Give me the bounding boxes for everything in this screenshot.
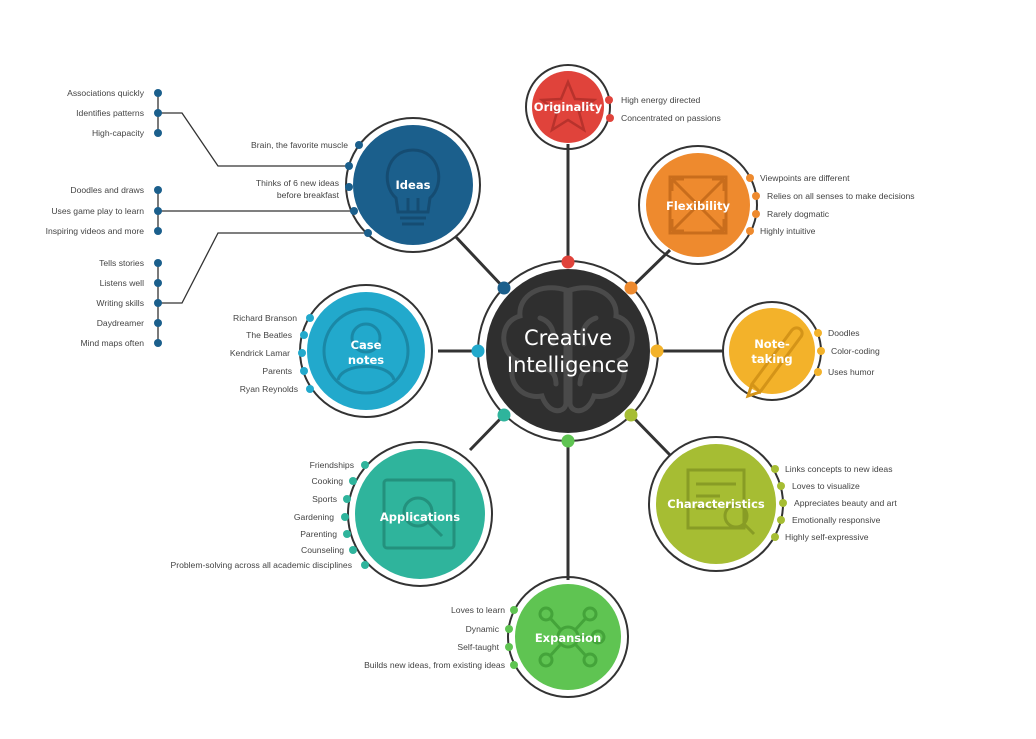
person-icon (322, 307, 410, 395)
ideas-subitem: Inspiring videos and more (46, 226, 145, 236)
characteristics-item: Appreciates beauty and art (794, 498, 897, 508)
expansion-item: Builds new ideas, from existing ideas (364, 660, 505, 670)
casenotes-title-line2: notes (348, 353, 384, 367)
ideas-item: before breakfast (277, 190, 340, 200)
characteristics-items: Links concepts to new ideas Loves to vis… (771, 464, 897, 542)
ideas-subgroups: Associations quickly Identifies patterns… (46, 88, 162, 348)
magnifier-icon (382, 478, 456, 550)
notetaking-item: Doodles (828, 328, 860, 338)
ideas-subitem: High-capacity (92, 128, 145, 138)
star-icon (538, 78, 598, 133)
casenotes-item: Kendrick Lamar (230, 348, 290, 358)
node-ideas[interactable]: Ideas (345, 117, 481, 253)
ideas-subitem: Listens well (100, 278, 145, 288)
brain-icon (501, 285, 635, 414)
characteristics-item: Links concepts to new ideas (785, 464, 893, 474)
applications-item: Gardening (294, 512, 334, 522)
document-search-icon (686, 468, 756, 536)
ideas-subitem: Identifies patterns (76, 108, 144, 118)
node-originality[interactable]: Originality (525, 64, 611, 150)
flexibility-items: Viewpoints are different Relies on all s… (746, 173, 915, 236)
pen-icon (745, 326, 804, 399)
node-notetaking[interactable]: Note- taking (722, 301, 822, 401)
casenotes-item: Ryan Reynolds (240, 384, 298, 394)
characteristics-item: Highly self-expressive (785, 532, 869, 542)
expansion-item: Self-taught (457, 642, 499, 652)
flexibility-item: Relies on all senses to make decisions (767, 191, 915, 201)
ideas-subitem: Tells stories (99, 258, 144, 268)
node-flexibility[interactable]: Flexibility (638, 145, 758, 265)
flexibility-title: Flexibility (666, 199, 731, 213)
originality-title: Originality (534, 100, 603, 114)
casenotes-items: Richard Branson The Beatles Kendrick Lam… (230, 313, 314, 394)
ideas-subitem: Writing skills (96, 298, 144, 308)
notetaking-title-line2: taking (751, 352, 792, 366)
ideas-subitem: Doodles and draws (70, 185, 144, 195)
ideas-subitem: Uses game play to learn (51, 206, 144, 216)
network-icon (538, 606, 606, 668)
ideas-subitem: Associations quickly (67, 88, 145, 98)
notetaking-item: Color-coding (831, 346, 880, 356)
characteristics-item: Emotionally responsive (792, 515, 881, 525)
central-connector-dots (471, 255, 664, 448)
expansion-title: Expansion (535, 631, 601, 645)
characteristics-title: Characteristics (667, 497, 765, 511)
notetaking-title-line1: Note- (754, 337, 790, 351)
expand-arrows-icon (668, 175, 728, 235)
central-title-line1: Creative (524, 326, 612, 350)
flexibility-item: Rarely dogmatic (767, 209, 830, 219)
expansion-items: Loves to learn Dynamic Self-taught Build… (364, 605, 518, 670)
notetaking-items: Doodles Color-coding Uses humor (814, 328, 880, 377)
ideas-item: Thinks of 6 new ideas (256, 178, 339, 188)
applications-item: Problem-solving across all academic disc… (171, 560, 353, 570)
casenotes-item: The Beatles (246, 330, 292, 340)
originality-item: Concentrated on passions (621, 113, 721, 123)
node-applications[interactable]: Applications (347, 441, 493, 587)
central-node[interactable]: Creative Intelligence (477, 260, 659, 442)
central-title-line2: Intelligence (507, 353, 629, 377)
node-expansion[interactable]: Expansion (507, 576, 629, 698)
ideas-items: Brain, the favorite muscle Thinks of 6 n… (251, 140, 372, 237)
casenotes-item: Richard Branson (233, 313, 297, 323)
flexibility-item: Viewpoints are different (760, 173, 850, 183)
applications-item: Friendships (310, 460, 354, 470)
node-characteristics[interactable]: Characteristics (648, 436, 784, 572)
ideas-title: Ideas (396, 178, 431, 192)
notetaking-item: Uses humor (828, 367, 874, 377)
node-casenotes[interactable]: Case notes (299, 284, 433, 418)
flexibility-item: Highly intuitive (760, 226, 816, 236)
casenotes-item: Parents (262, 366, 292, 376)
applications-item: Sports (312, 494, 337, 504)
ideas-item: Brain, the favorite muscle (251, 140, 348, 150)
expansion-item: Dynamic (466, 624, 500, 634)
applications-items: Friendships Cooking Sports Gardening Par… (171, 460, 369, 570)
applications-item: Parenting (300, 529, 337, 539)
characteristics-item: Loves to visualize (792, 481, 860, 491)
expansion-item: Loves to learn (451, 605, 505, 615)
lightbulb-icon (385, 148, 441, 226)
applications-item: Counseling (301, 545, 344, 555)
originality-item: High energy directed (621, 95, 701, 105)
ideas-subitem: Mind maps often (80, 338, 144, 348)
applications-title: Applications (380, 510, 460, 524)
originality-items: High energy directed Concentrated on pas… (605, 95, 721, 123)
applications-item: Cooking (311, 476, 343, 486)
ideas-subitem: Daydreamer (97, 318, 144, 328)
casenotes-title-line1: Case (351, 338, 382, 352)
connector-lines (438, 144, 723, 580)
